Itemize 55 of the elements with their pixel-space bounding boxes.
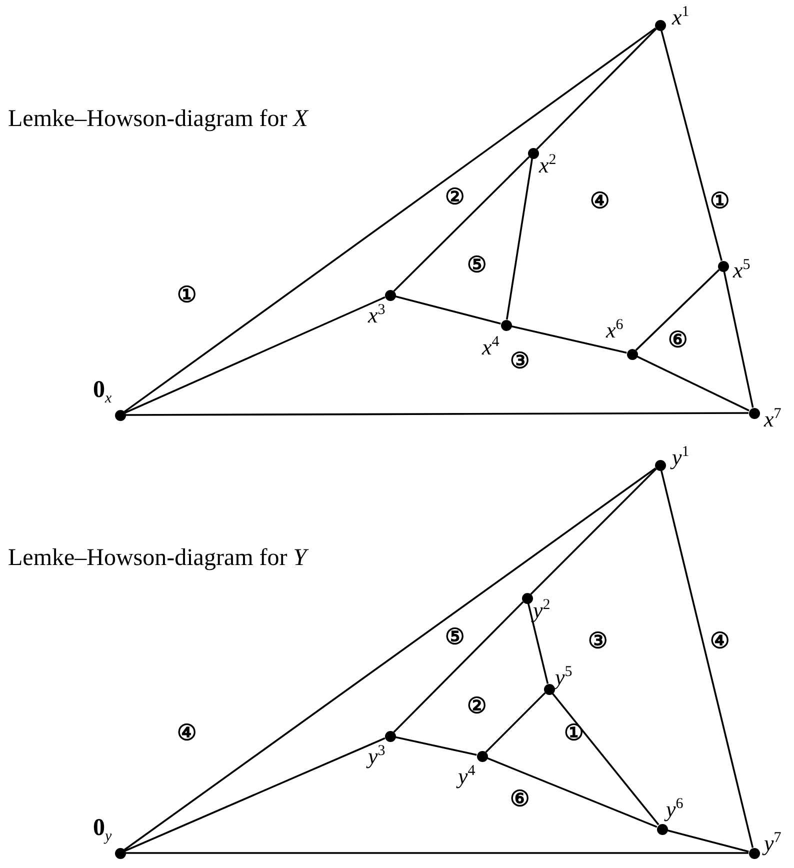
polytope-edge (126, 412, 748, 416)
vertex-label: 0$_{y}$ (93, 816, 112, 844)
vertex-label: y$^{5}$ (555, 665, 572, 688)
vertex-label: y$^{3}$ (368, 744, 386, 768)
polytope-edge (124, 28, 656, 412)
region-number: ③ (588, 630, 608, 652)
vertex-label: x$^{3}$ (368, 303, 386, 326)
polytope-edge (124, 467, 656, 851)
polytope-edge (635, 269, 720, 351)
region-number: ⑤ (467, 254, 487, 276)
polytope-edge (486, 757, 658, 828)
vertex-label: x$^{7}$ (764, 407, 782, 430)
polytope-edge (506, 158, 534, 320)
polytope-edge (660, 30, 722, 261)
polytope-edge (395, 736, 477, 756)
panel-label: Lemke–Howson-diagram for X (8, 107, 308, 131)
region-number: ② (445, 186, 465, 208)
region-number: ④ (590, 190, 610, 212)
polytope-edge (485, 692, 546, 753)
region-number: ① (177, 284, 197, 306)
vertex-label: y$^{1}$ (672, 445, 690, 468)
polytope-edge (124, 737, 386, 852)
region-number: ④ (710, 630, 730, 652)
vertex-label: x$^{5}$ (733, 258, 750, 282)
vertex-label: y$^{2}$ (533, 598, 550, 622)
polytope-edge (395, 296, 501, 324)
region-number: ⑥ (668, 329, 688, 351)
panel-label: Lemke–Howson-diagram for Y (8, 546, 307, 570)
region-number: ① (710, 190, 730, 212)
region-number: ⑤ (445, 626, 465, 648)
vertex-label: y$^{6}$ (666, 797, 684, 820)
polytope-edge (723, 271, 754, 408)
polytope-edge (124, 296, 386, 414)
vertex-label: y$^{4}$ (458, 764, 476, 788)
region-number: ④ (177, 722, 197, 744)
vertex-label: x$^{4}$ (482, 335, 500, 358)
polytope-edge (536, 28, 657, 150)
polytope-edge (527, 603, 549, 684)
polytope-edge (552, 692, 660, 826)
vertex-label: y$^{7}$ (764, 831, 782, 854)
polytope-edge (530, 468, 657, 595)
polytope-edge (393, 601, 524, 733)
vertex-label: 0$_{x}$ (93, 378, 112, 406)
polytope-edge (660, 470, 754, 848)
polytope-edge (393, 156, 530, 292)
region-number: ② (467, 695, 487, 717)
vertex-label: x$^{1}$ (672, 5, 690, 28)
polytope-edge (636, 356, 750, 412)
polytope-edge (126, 852, 748, 854)
vertex-label: x$^{2}$ (539, 153, 556, 176)
polytope-edge (511, 325, 627, 354)
region-number: ⑥ (510, 788, 530, 810)
vertex-label: x$^{6}$ (606, 318, 624, 342)
polytope-edge (667, 830, 749, 852)
region-number: ③ (510, 350, 530, 372)
